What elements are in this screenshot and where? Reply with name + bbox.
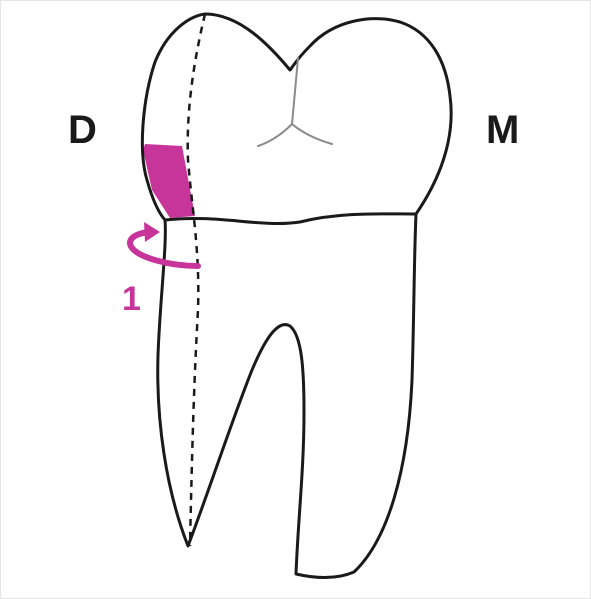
distal-label: D (68, 110, 97, 150)
mesial-label: M (486, 110, 519, 150)
cej-line (165, 214, 416, 224)
fissure-branch-right (292, 124, 332, 144)
tooth-outline (142, 14, 451, 578)
highlight-region (143, 144, 195, 218)
distal-dashed-line (188, 14, 205, 546)
step-number-label: 1 (122, 282, 141, 316)
fissure-branch-left (258, 124, 292, 146)
